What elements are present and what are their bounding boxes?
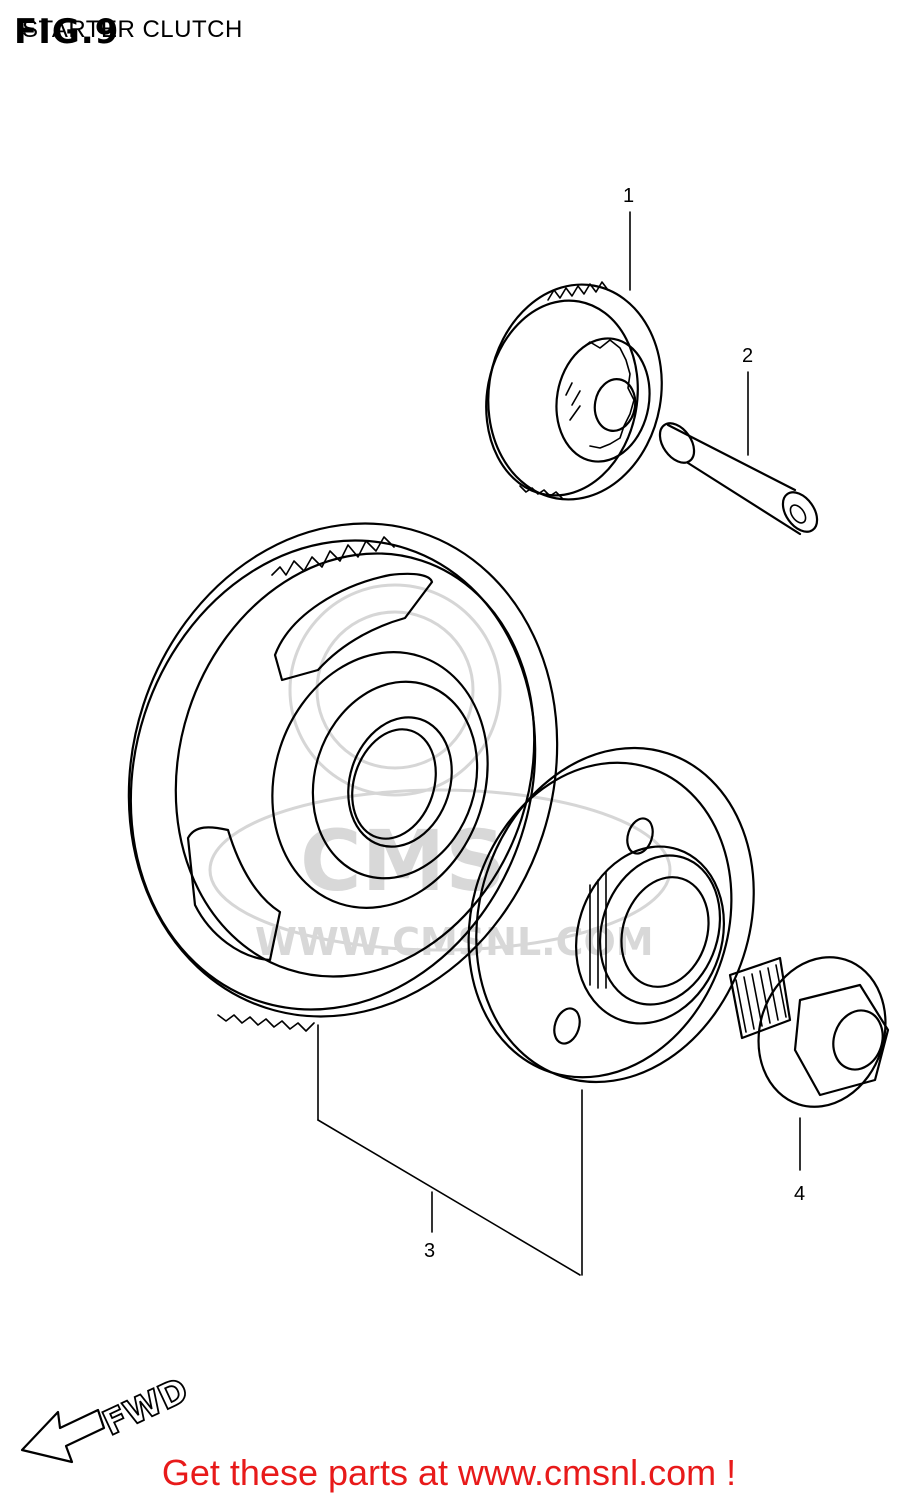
watermark: CMS WWW.CMSNL.COM	[208, 583, 672, 964]
fwd-arrow-icon: FWD	[20, 1369, 195, 1464]
watermark-brand: CMS	[300, 812, 506, 910]
parts-link-cta[interactable]: Get these parts at www.cmsnl.com !	[161, 1452, 737, 1493]
callout-2: 2	[742, 345, 753, 367]
part-4-bolt	[728, 956, 890, 1108]
callout-3: 3	[424, 1240, 435, 1262]
callout-4: 4	[794, 1183, 805, 1205]
watermark-url: WWW.CMSNL.COM	[255, 920, 654, 964]
fwd-label: FWD	[97, 1370, 195, 1444]
part-3-clutch-housing	[467, 746, 755, 1084]
part-2-shaft	[658, 422, 819, 536]
figure-title: STARTER CLUTCH	[22, 16, 243, 43]
callout-1: 1	[623, 185, 634, 207]
leader-lines	[317, 211, 801, 1276]
figure-label: FIG.9	[14, 12, 120, 52]
part-3-clutch-gear	[127, 522, 559, 1032]
part-1-idle-gear	[485, 281, 663, 501]
